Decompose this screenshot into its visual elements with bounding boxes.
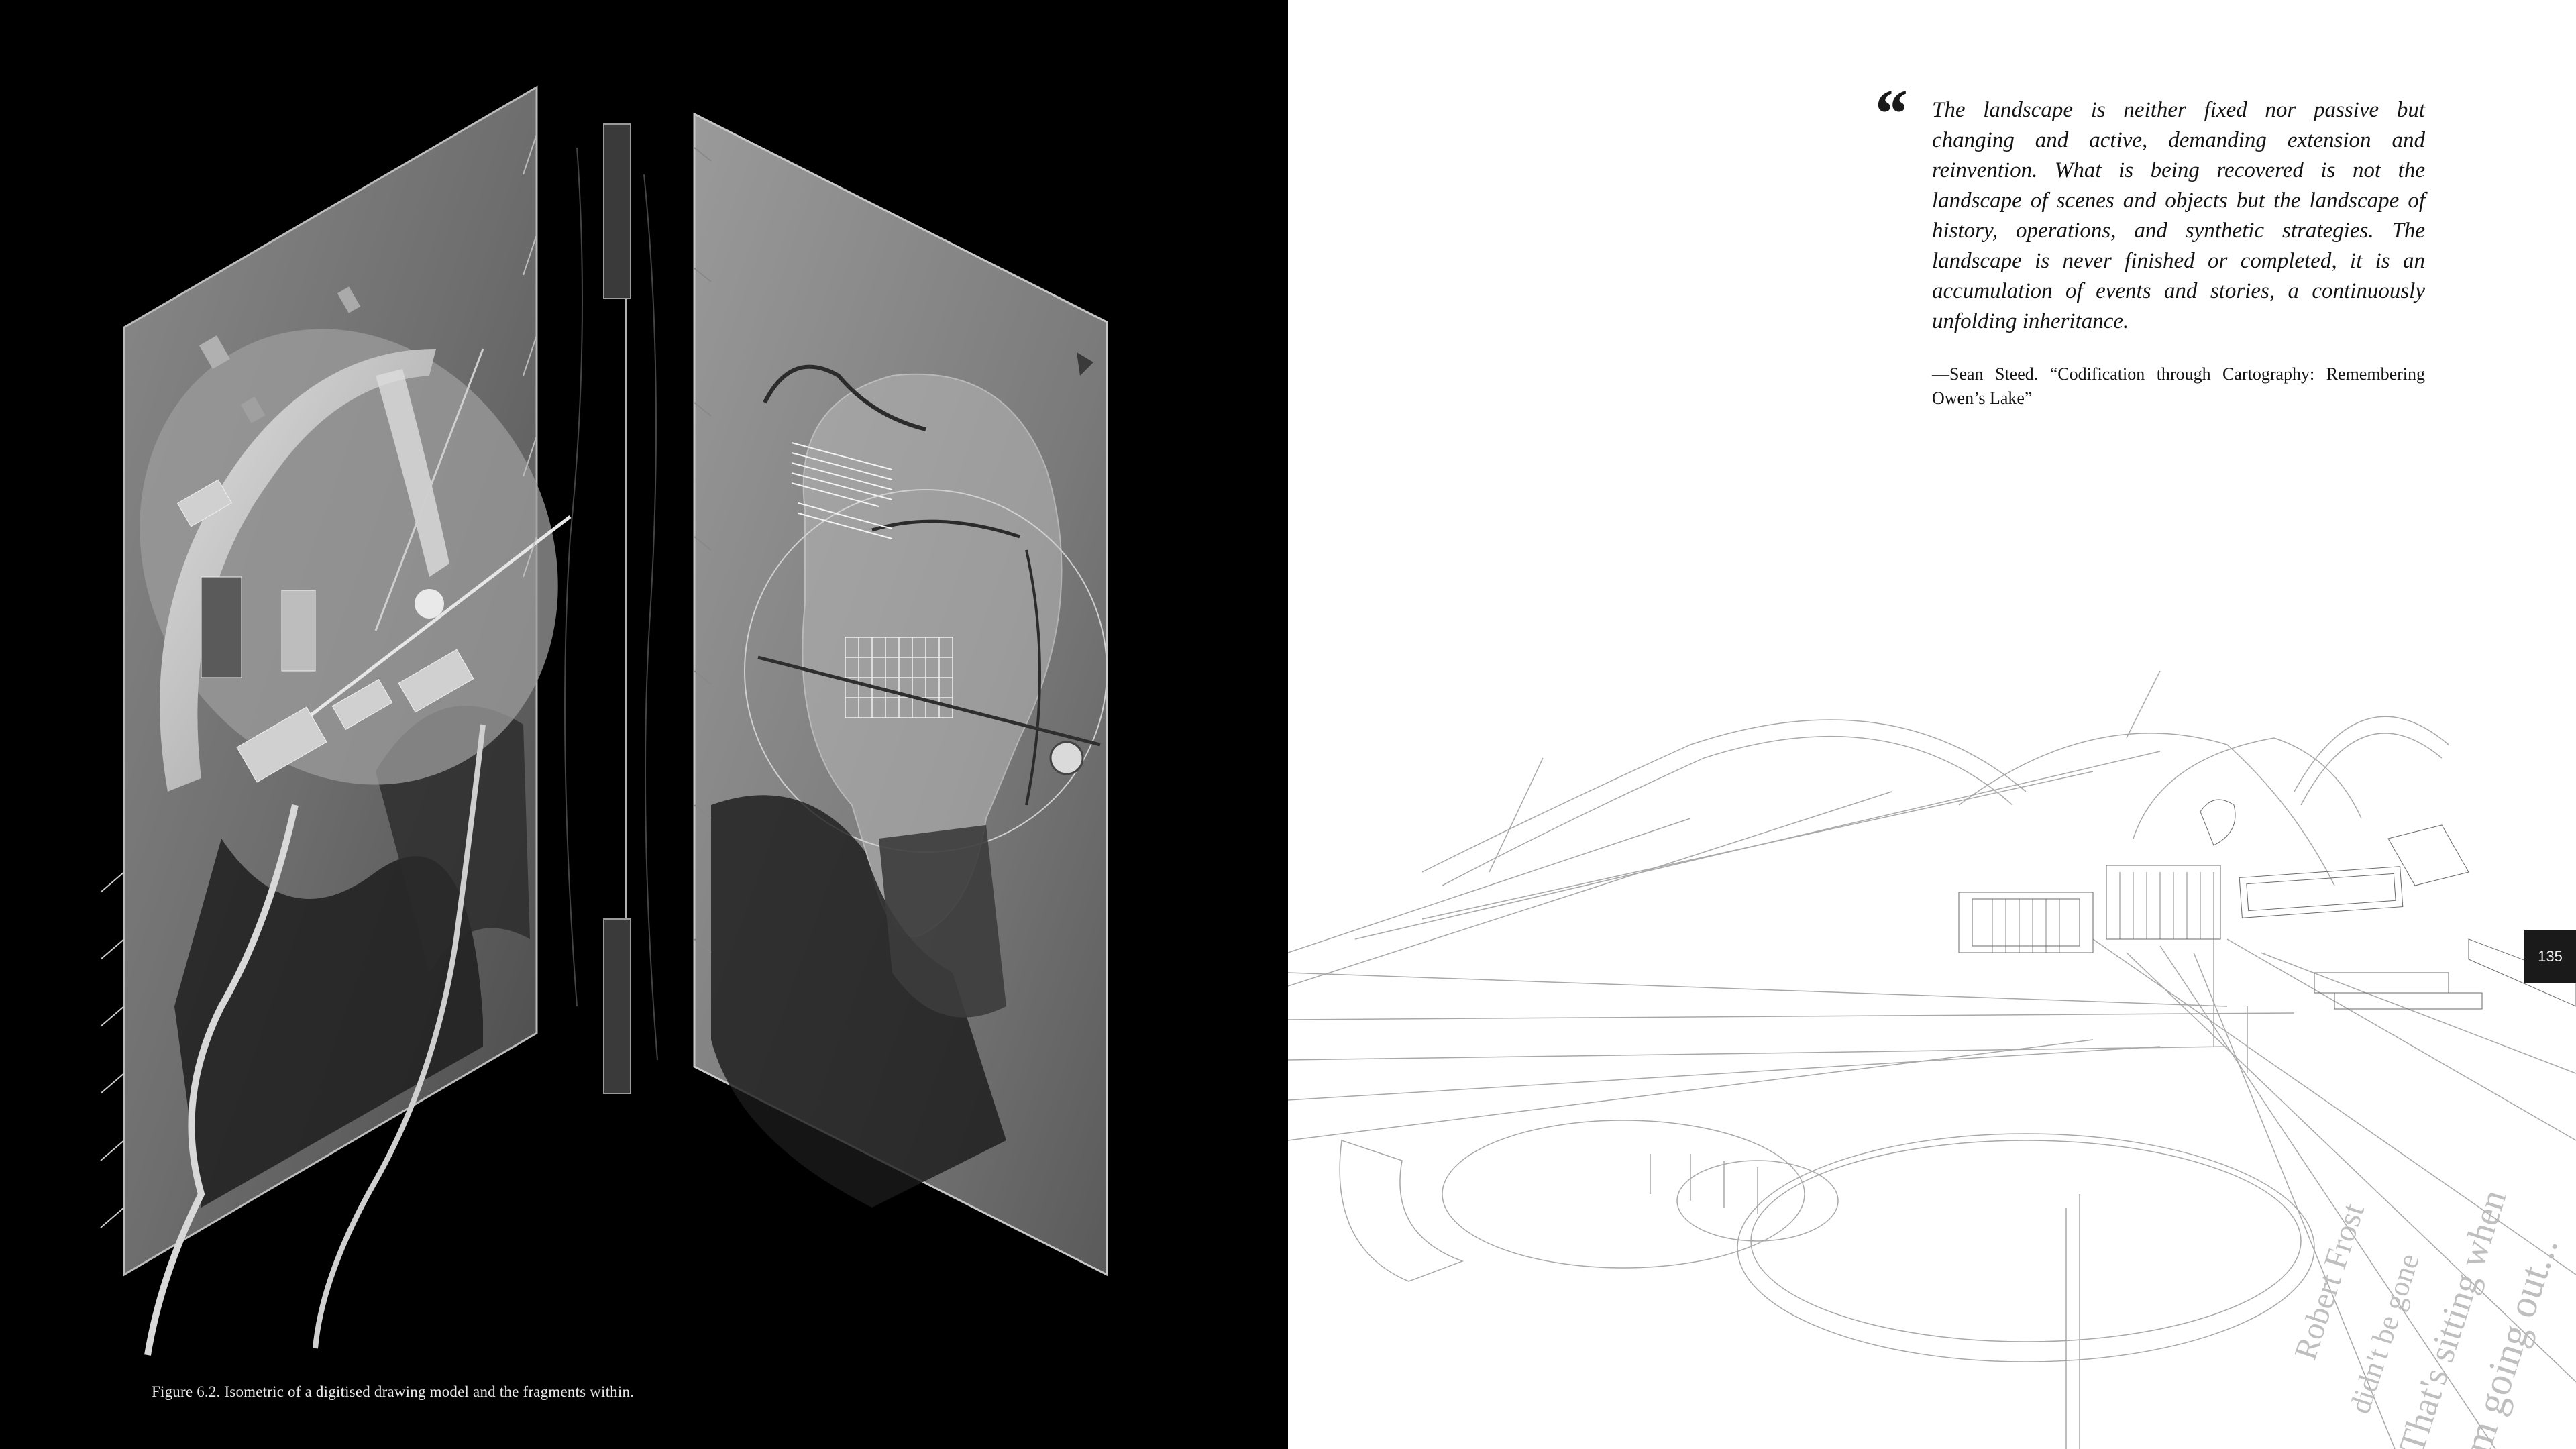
left-page: Figure 6.2. Isometric of a digitised dra… bbox=[0, 0, 1288, 1449]
right-panel bbox=[693, 112, 1108, 1277]
wireframe-text-line1: Robert Frost bbox=[2288, 1199, 2371, 1364]
quote-mark-icon: “ bbox=[1872, 75, 1907, 152]
wireframe-landscape-illustration: Robert Frost didn't be gone That's sitti… bbox=[1288, 670, 2576, 1449]
pull-quote: The landscape is neither fixed nor passi… bbox=[1932, 98, 2425, 333]
quote-attribution: —Sean Steed. “Codification through Carto… bbox=[1932, 364, 2425, 408]
isometric-model-illustration bbox=[100, 85, 1108, 1356]
left-panel bbox=[100, 85, 572, 1356]
figure-caption: Figure 6.2. Isometric of a digitised dra… bbox=[152, 1383, 635, 1400]
center-rods bbox=[564, 123, 658, 1094]
right-page: Robert Frost didn't be gone That's sitti… bbox=[1288, 0, 2576, 1449]
page-number: 135 bbox=[2524, 930, 2576, 983]
